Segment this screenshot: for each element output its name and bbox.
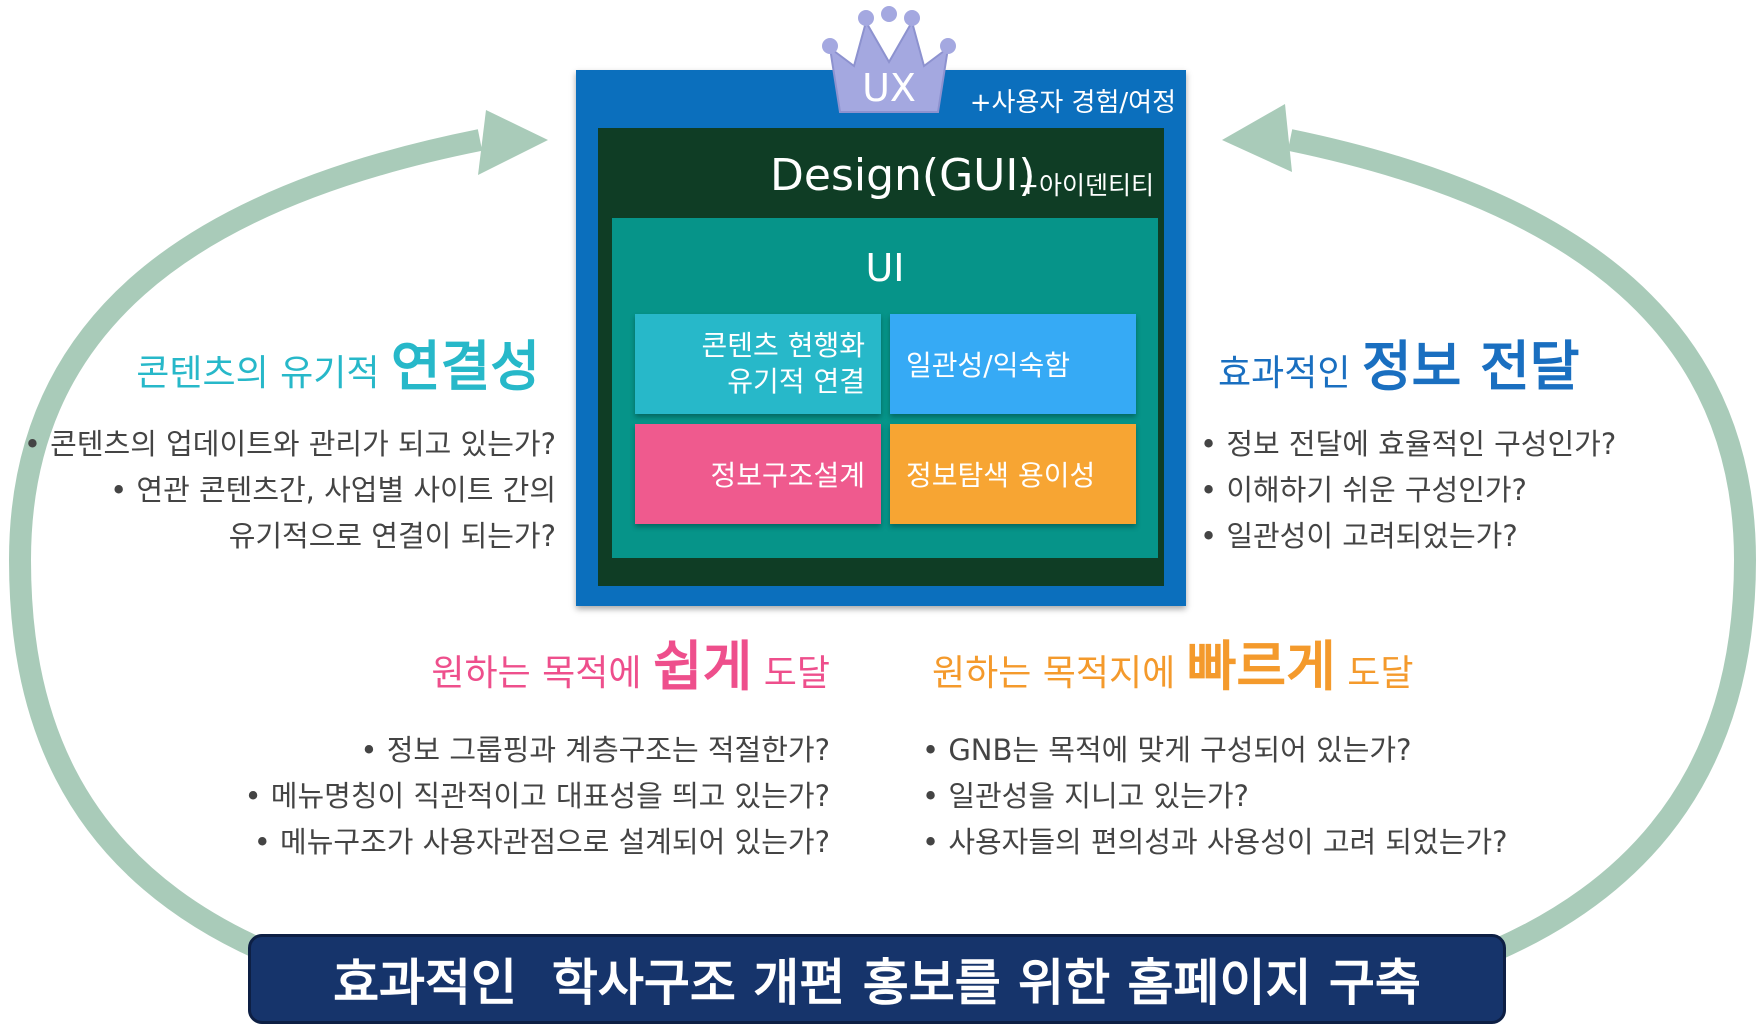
content-linking-cell: 콘텐츠 현행화 유기적 연결: [635, 314, 881, 414]
crown-icon: [822, 6, 956, 113]
information-architecture-cell: 정보구조설계: [635, 424, 881, 524]
info-delivery-block: 효과적인 정보 전달 • 정보 전달에 효율적인 구성인가? • 이해하기 쉬운…: [1200, 322, 1740, 559]
ui-title: UI: [865, 246, 905, 290]
easy-reach-heading: 원하는 목적에 쉽게 도달: [200, 622, 830, 701]
consistency-cell: 일관성/익숙함: [890, 314, 1136, 414]
list-item: • 콘텐츠의 업데이트와 관리가 되고 있는가?: [23, 427, 556, 461]
ux-label: UX: [862, 66, 916, 110]
easy-reach-heading-post: 도달: [752, 653, 830, 694]
goal-banner: 효과적인 학사구조 개편 홍보를 위한 홈페이지 구축: [248, 934, 1506, 1024]
design-gui-box: Design(GUI) +아이덴티티 UI 콘텐츠 현행화 유기적 연결 일관성…: [598, 128, 1164, 586]
list-item: • 연관 콘텐츠간, 사업별 사이트 간의: [110, 473, 556, 507]
list-item: • 사용자들의 편의성과 사용성이 고려 되었는가?: [922, 825, 1508, 859]
list-item: • 정보 그룹핑과 계층구조는 적절한가?: [360, 733, 830, 767]
list-item: • 정보 전달에 효율적인 구성인가?: [1200, 427, 1617, 461]
ux-box: +사용자 경험/여정 Design(GUI) +아이덴티티 UI 콘텐츠 현행화…: [576, 70, 1186, 606]
easy-reach-heading-em: 쉽게: [652, 635, 753, 698]
right-cycle-arc: [1287, 129, 1757, 961]
fast-reach-heading-pre: 원하는 목적지에: [932, 653, 1187, 694]
design-gui-title: Design(GUI): [770, 150, 1036, 201]
ux-subtitle: +사용자 경험/여정: [969, 88, 1176, 118]
list-item: • 메뉴명칭이 직관적이고 대표성을 띄고 있는가?: [244, 779, 830, 813]
ia-cell-label: 정보구조설계: [710, 459, 865, 492]
info-delivery-bullets: • 정보 전달에 효율적인 구성인가? • 이해하기 쉬운 구성인가? • 일관…: [1200, 421, 1740, 559]
search-ease-cell: 정보탐색 용이성: [890, 424, 1136, 524]
left-cycle-arc: [8, 129, 483, 961]
consistency-cell-label: 일관성/익숙함: [906, 349, 1070, 382]
info-delivery-heading-pre: 효과적인: [1218, 353, 1362, 394]
right-arrowhead: [1222, 104, 1292, 172]
goal-banner-text: 효과적인 학사구조 개편 홍보를 위한 홈페이지 구축: [333, 954, 1421, 1012]
content-cell-line2: 유기적 연결: [727, 365, 865, 398]
connectivity-block: 콘텐츠의 유기적 연결성 • 콘텐츠의 업데이트와 관리가 되고 있는가? • …: [0, 322, 560, 559]
list-item: • 이해하기 쉬운 구성인가?: [1200, 473, 1527, 507]
easy-reach-bullets: • 정보 그룹핑과 계층구조는 적절한가? • 메뉴명칭이 직관적이고 대표성을…: [200, 727, 830, 865]
connectivity-heading: 콘텐츠의 유기적 연결성: [0, 322, 560, 401]
easy-reach-heading-pre: 원하는 목적에: [431, 653, 653, 694]
connectivity-bullets: • 콘텐츠의 업데이트와 관리가 되고 있는가? • 연관 콘텐츠간, 사업별 …: [0, 421, 560, 559]
list-item: • 일관성이 고려되었는가?: [1200, 519, 1518, 553]
design-gui-subtitle: +아이덴티티: [1018, 171, 1154, 200]
list-item: • 메뉴구조가 사용자관점으로 설계되어 있는가?: [253, 825, 830, 859]
connectivity-heading-pre: 콘텐츠의 유기적: [136, 353, 391, 394]
info-delivery-heading: 효과적인 정보 전달: [1200, 322, 1740, 401]
fast-reach-heading-post: 도달: [1335, 653, 1414, 694]
content-cell-line1: 콘텐츠 현행화: [701, 329, 865, 362]
connectivity-heading-em: 연결성: [390, 335, 540, 398]
ui-box: UI 콘텐츠 현행화 유기적 연결 일관성/익숙함 정보구조설계 정보탐색 용이…: [612, 218, 1158, 558]
left-arrowhead: [478, 110, 548, 175]
fast-reach-heading-em: 빠르게: [1186, 635, 1336, 698]
fast-reach-heading: 원하는 목적지에 빠르게 도달: [922, 622, 1642, 701]
search-cell-label: 정보탐색 용이성: [906, 459, 1096, 492]
fast-reach-block: 원하는 목적지에 빠르게 도달 • GNB는 목적에 맞게 구성되어 있는가? …: [922, 622, 1642, 865]
easy-reach-block: 원하는 목적에 쉽게 도달 • 정보 그룹핑과 계층구조는 적절한가? • 메뉴…: [200, 622, 830, 865]
info-delivery-heading-em: 정보 전달: [1361, 335, 1580, 398]
list-item: 유기적으로 연결이 되는가?: [228, 519, 556, 553]
list-item: • GNB는 목적에 맞게 구성되어 있는가?: [922, 733, 1412, 767]
fast-reach-bullets: • GNB는 목적에 맞게 구성되어 있는가? • 일관성을 지니고 있는가? …: [922, 727, 1642, 865]
list-item: • 일관성을 지니고 있는가?: [922, 779, 1249, 813]
